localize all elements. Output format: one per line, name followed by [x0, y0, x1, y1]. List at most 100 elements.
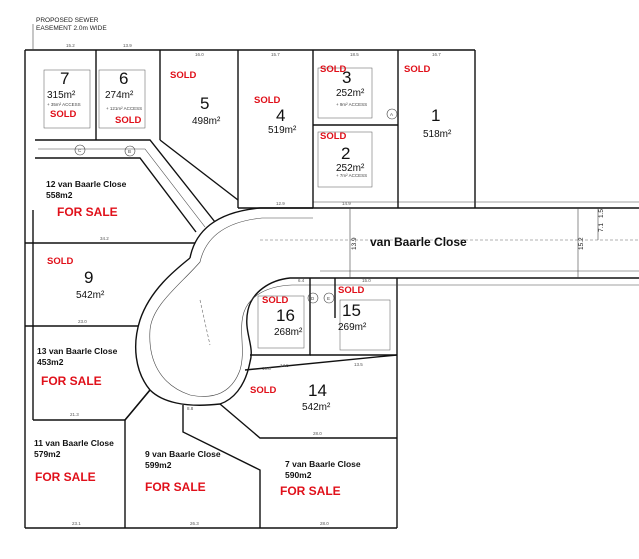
svg-text:D: D — [311, 296, 315, 301]
lot-7-access: + 35m² ACCESS — [47, 102, 81, 107]
lot-2-status: SOLD — [320, 131, 347, 142]
lot-6: 6 274m² + 121m² ACCESS SOLD — [105, 69, 142, 126]
marker-c: C — [74, 144, 86, 156]
lot-12-status: FOR SALE — [57, 205, 118, 219]
lot-2: SOLD 2 252m² + 7m² ACCESS — [320, 131, 367, 178]
lot-5-status: SOLD — [170, 70, 197, 81]
lot-16-area: 268m² — [274, 327, 303, 338]
road-dimensions: 15.2 7.1 1.5 13.9 — [349, 208, 605, 278]
lot-14-status: SOLD — [250, 385, 277, 396]
svg-text:A: A — [390, 112, 393, 117]
dim-d18: 8.8 — [187, 406, 194, 411]
lot-7c-area: 590m2 — [285, 470, 312, 480]
lot-3-number: 3 — [342, 68, 351, 87]
lot-16: SOLD 16 268m² — [262, 295, 303, 338]
lot-2-area: 252m² — [336, 163, 365, 174]
lot-3-status: SOLD — [320, 64, 347, 75]
access-lane — [35, 139, 216, 233]
lot-4-number: 4 — [276, 106, 285, 125]
dim-d10: 23.1 — [72, 521, 81, 526]
lot-12-area: 558m2 — [46, 190, 73, 200]
lot-9c-area: 599m2 — [145, 460, 172, 470]
dim-d11: 26.3 — [190, 521, 199, 526]
lot-2-access: + 7m² ACCESS — [336, 173, 367, 178]
svg-text:B: B — [128, 149, 131, 154]
lot-7-close: 7 van Baarle Close 590m2 FOR SALE — [280, 459, 361, 498]
road-width-mid: 13.9 — [351, 237, 358, 250]
easement-note-line-1: PROPOSED SEWER — [36, 17, 99, 24]
lot-12: 12 van Baarle Close 558m2 FOR SALE — [46, 179, 127, 219]
dim-d13: 28.0 — [313, 431, 322, 436]
lot-6-number: 6 — [119, 69, 128, 88]
easement-note-line-2: EASEMENT 2.0m WIDE — [36, 25, 107, 32]
lot-9c-address: 9 van Baarle Close — [145, 449, 221, 459]
lot-1: 1 518m² — [423, 106, 452, 140]
lot-2-number: 2 — [341, 144, 350, 163]
dim-d4: 15.7 — [271, 52, 280, 57]
lot-11-area: 579m2 — [34, 449, 61, 459]
lot-1-number: 1 — [431, 106, 440, 125]
lot-3: SOLD 3 252m² + 9m² ACCESS — [320, 64, 367, 107]
lot-16-status: SOLD — [262, 295, 289, 306]
lot-7: 7 315m² + 35m² ACCESS SOLD — [47, 69, 81, 120]
lot-9c-status: FOR SALE — [145, 480, 206, 494]
lot-4-area: 519m² — [268, 125, 297, 136]
outer-boundary — [24, 49, 639, 529]
dim-d7: 34.2 — [100, 236, 109, 241]
lot-6-area: 274m² — [105, 90, 134, 101]
lot-13-area: 453m2 — [37, 357, 64, 367]
lot-11-status: FOR SALE — [35, 470, 96, 484]
lot-13-address: 13 van Baarle Close — [37, 346, 118, 356]
marker-b: B — [124, 145, 136, 157]
lot-4-status: SOLD — [254, 95, 281, 106]
lot-7c-status: FOR SALE — [280, 484, 341, 498]
lot-3-access: + 9m² ACCESS — [336, 102, 367, 107]
road-offset: 1.5 — [598, 209, 605, 218]
lot-15: SOLD 15 269m² — [338, 285, 367, 333]
lot-7-number: 7 — [60, 69, 69, 88]
lot-15-area: 269m² — [338, 322, 367, 333]
dim-d21: 13.5 — [354, 362, 363, 367]
dim-d15: 14.9 — [342, 201, 351, 206]
dim-d6: 16.7 — [432, 52, 441, 57]
lot-dimensions: 15.2 13.9 16.0 15.7 18.5 16.7 34.2 23.0 … — [66, 43, 441, 526]
road — [135, 201, 639, 406]
lot-14-number: 14 — [308, 381, 327, 400]
lot-lines — [25, 50, 399, 528]
lot-6-status: SOLD — [115, 115, 142, 126]
lot-15-number: 15 — [342, 301, 361, 320]
dim-d2: 13.9 — [123, 43, 132, 48]
lot-13-status: FOR SALE — [41, 374, 102, 388]
lot-9: SOLD 9 542m² — [47, 256, 105, 301]
lot-13: 13 van Baarle Close 453m2 FOR SALE — [37, 346, 118, 388]
lot-9-close: 9 van Baarle Close 599m2 FOR SALE — [145, 449, 221, 494]
lot-5-area: 498m² — [192, 116, 221, 127]
dim-d20: 14.5 — [280, 363, 289, 368]
lot-11-address: 11 van Baarle Close — [34, 438, 114, 448]
lot-14: SOLD 14 542m² — [250, 381, 331, 413]
dim-d16: 6.4 — [298, 278, 305, 283]
lot-1-area: 518m² — [423, 129, 452, 140]
lot-7-status: SOLD — [50, 109, 77, 120]
road-name: van Baarle Close — [370, 235, 467, 249]
lot-4: SOLD 4 519m² — [254, 95, 297, 136]
lot-9-area: 542m² — [76, 290, 105, 301]
marker-a: A — [386, 108, 398, 120]
dim-d19: 10.8 — [262, 366, 271, 371]
svg-text:E: E — [327, 296, 330, 301]
marker-e: E — [323, 292, 335, 304]
dim-d8: 23.0 — [78, 319, 87, 324]
lot-6-access: + 121m² ACCESS — [106, 106, 142, 111]
lot-7c-address: 7 van Baarle Close — [285, 459, 361, 469]
dim-d12: 28.0 — [320, 521, 329, 526]
lot-11: 11 van Baarle Close 579m2 FOR SALE — [34, 438, 114, 484]
easement-note: PROPOSED SEWER EASEMENT 2.0m WIDE — [32, 17, 107, 50]
lot-1-sold-tag: SOLD — [404, 64, 431, 75]
dim-d14: 12.9 — [276, 201, 285, 206]
lot-9-number: 9 — [84, 268, 93, 287]
lot-5: SOLD 5 498m² — [170, 70, 221, 127]
lot-7-area: 315m² — [47, 90, 76, 101]
house-footprints — [43, 67, 391, 351]
svg-text:C: C — [78, 148, 82, 153]
